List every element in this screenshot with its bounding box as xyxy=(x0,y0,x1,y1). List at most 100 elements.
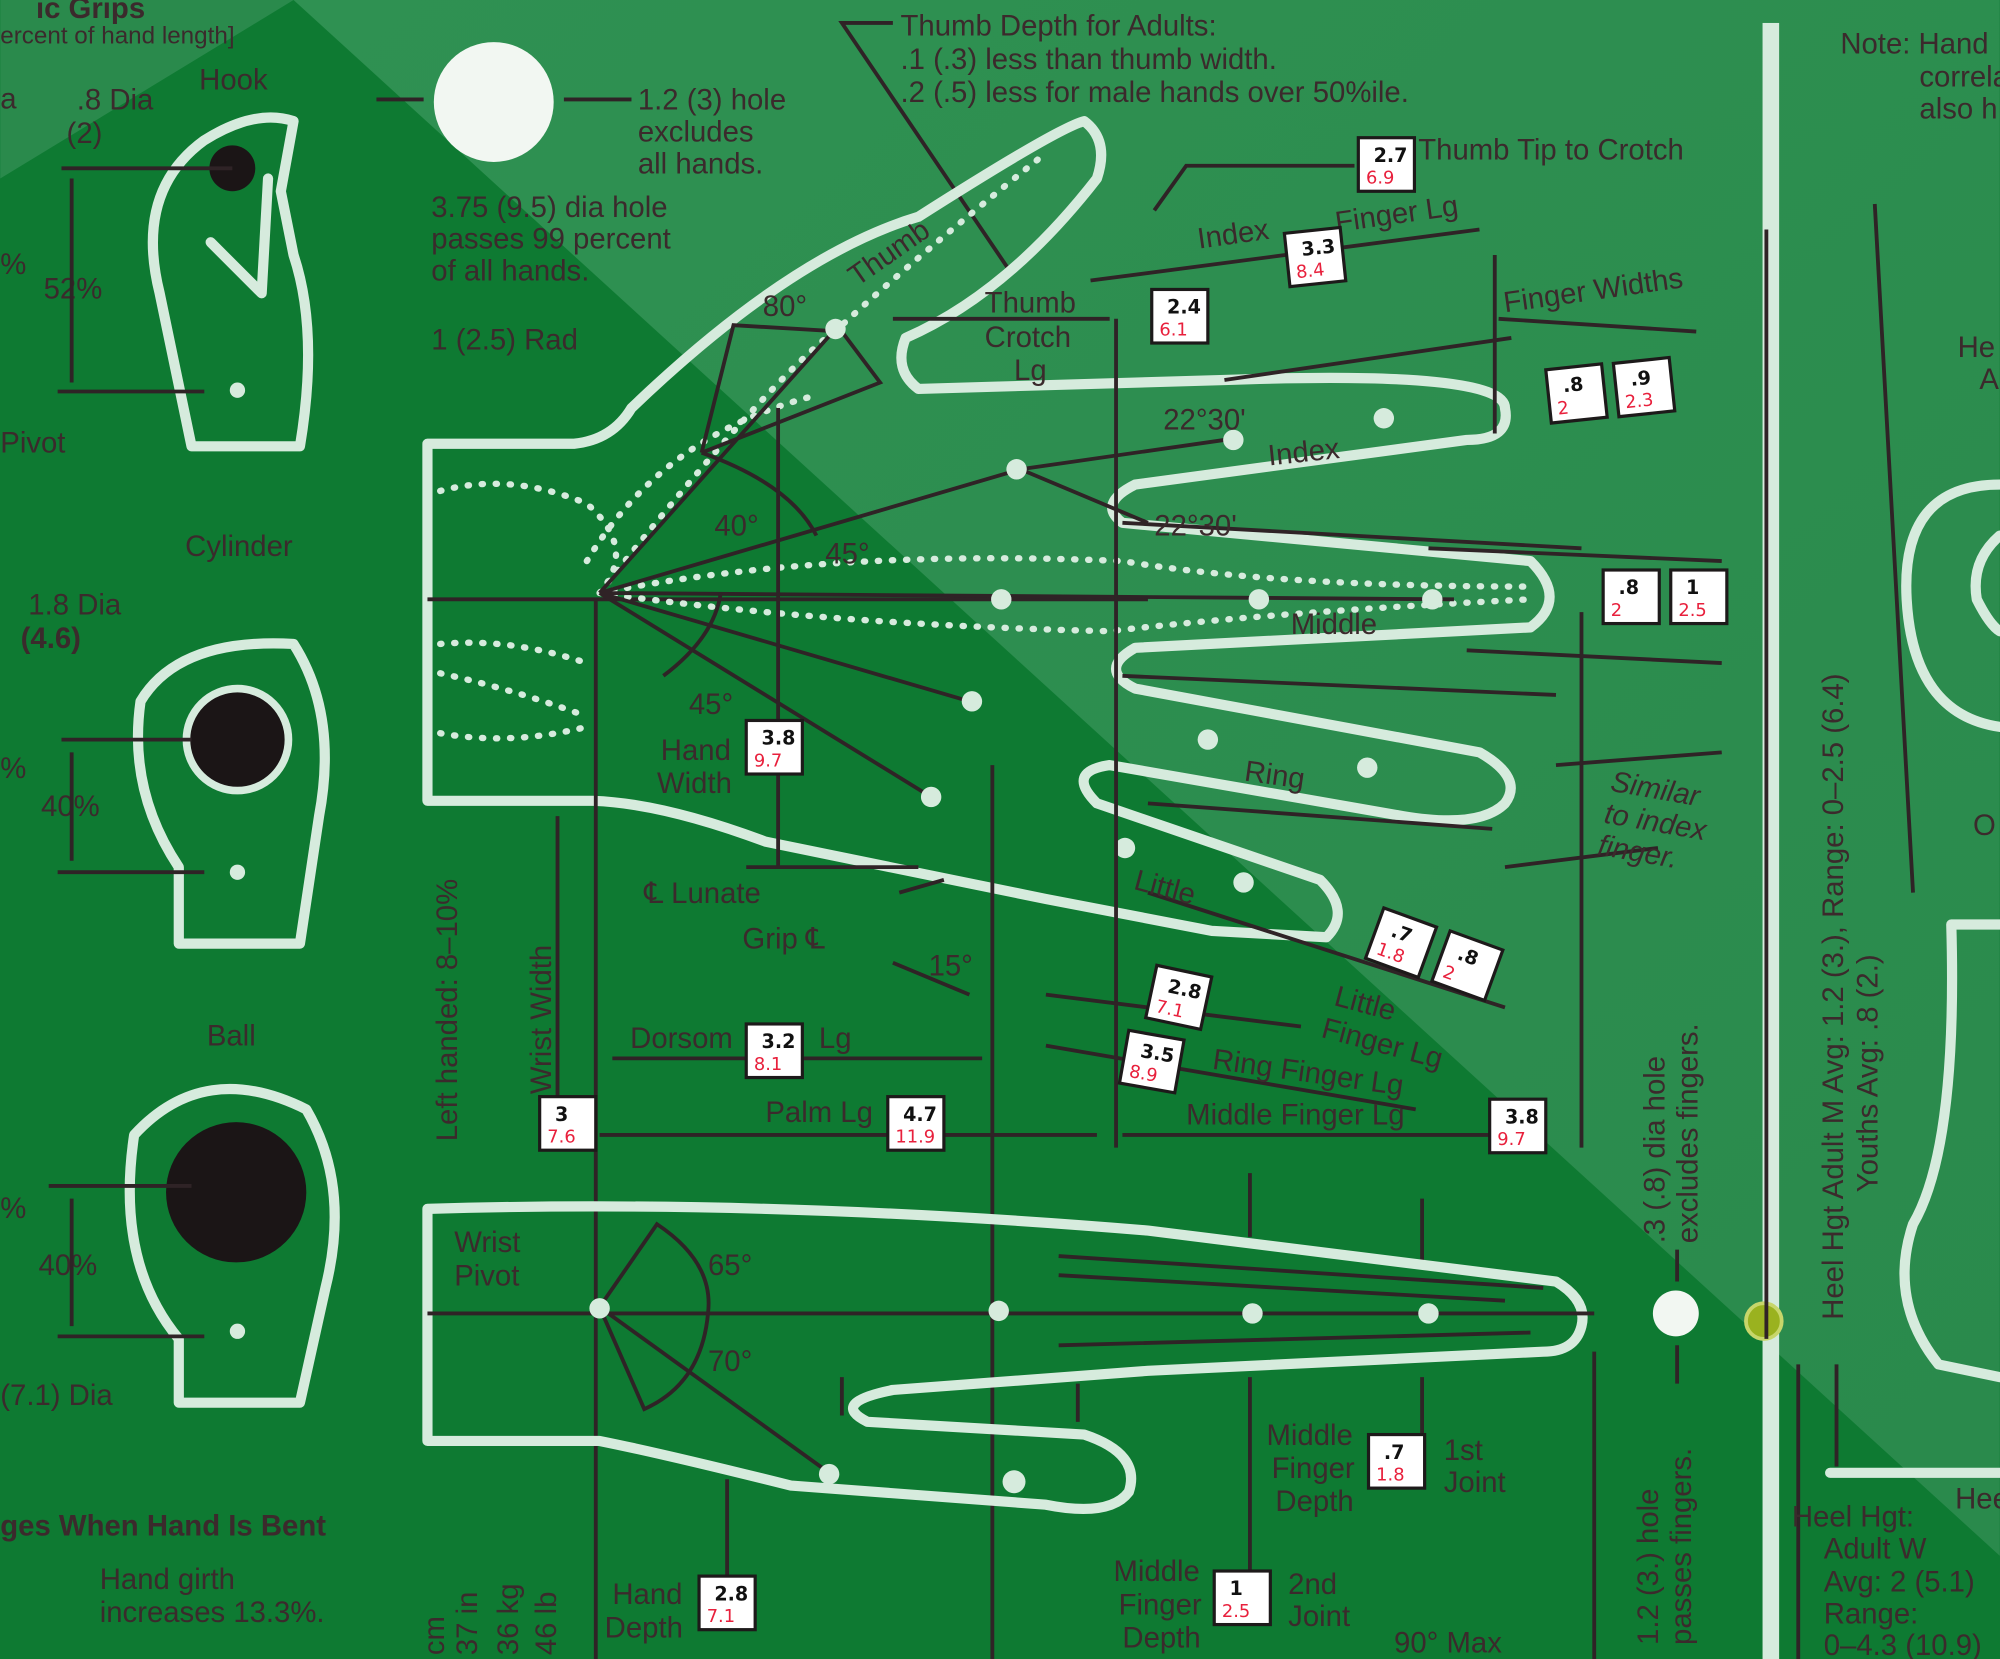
grips-title: ic Grips xyxy=(36,0,145,25)
label: Hand xyxy=(612,1578,682,1611)
label: 1st xyxy=(1444,1434,1483,1467)
measure-box-frame xyxy=(1366,1432,1427,1490)
measure-cm: 1.8 xyxy=(1376,1464,1404,1485)
thumb-depth-text: .1 (.3) less than thumb width. xyxy=(901,43,1277,76)
measure-box-thumb-crotch-lg: 2.46.1 xyxy=(1150,287,1210,345)
note-text: Note: Hand xyxy=(1840,28,1988,61)
label: Joint xyxy=(1288,1600,1350,1633)
measure-cm: 2.5 xyxy=(1678,600,1706,621)
label: Thumb Tip to Crotch xyxy=(1418,133,1684,166)
label: Middle xyxy=(1113,1555,1199,1588)
measure-inches: 1 xyxy=(1686,576,1699,599)
fragment: Pivot xyxy=(0,427,65,460)
foot-outlines xyxy=(1825,479,2000,1478)
measure-inches: 3.8 xyxy=(1505,1105,1539,1128)
label: Finger xyxy=(1272,1452,1355,1485)
fragment: Hee xyxy=(1955,1483,2000,1516)
label: ℄ Lunate xyxy=(643,877,761,910)
measurement-boxes: 2.76.93.38.42.46.1.82.92.3.8212.53.89.7.… xyxy=(538,136,1729,1632)
bent-title: ges When Hand Is Bent xyxy=(0,1509,326,1542)
girth-text: Hand girth xyxy=(100,1563,235,1596)
cylinder-dia: 1.8 Dia xyxy=(28,589,122,622)
label: Wrist xyxy=(454,1226,520,1259)
fragment: O xyxy=(1973,809,1996,842)
label: 15° xyxy=(929,950,973,983)
label: Joint xyxy=(1444,1466,1506,1499)
measure-cm: 2 xyxy=(1611,600,1622,621)
hole-text: all hands. xyxy=(638,147,763,180)
measure-inches: 2.7 xyxy=(1374,144,1408,167)
heel-w-text: 0–4.3 (10.9) xyxy=(1824,1629,1982,1659)
measure-inches: .8 xyxy=(1618,576,1639,599)
fragment: He xyxy=(1958,331,1995,364)
measure-inches: .8 xyxy=(1562,372,1585,397)
unit: cm xyxy=(418,1616,451,1655)
hook-grip: Hook .8 Dia (2) 52% xyxy=(44,63,314,452)
measure-box-little-finger-lg: 2.87.1 xyxy=(1143,963,1214,1032)
fragment: % xyxy=(0,1192,26,1225)
label: Dorsom xyxy=(630,1022,733,1055)
hand-top-view xyxy=(422,116,1555,943)
measure-box-frame xyxy=(1150,287,1210,345)
measure-box-frame xyxy=(1282,225,1348,289)
measure-box-frame xyxy=(744,718,804,776)
label: 45° xyxy=(689,688,733,721)
measure-inches: .9 xyxy=(1629,366,1652,391)
measure-box-palm-lg: 4.711.9 xyxy=(886,1095,946,1152)
label: Depth xyxy=(605,1611,683,1644)
label: Grip ℄ xyxy=(742,923,825,956)
small-hole xyxy=(1652,1290,1699,1337)
measure-inches: 1 xyxy=(1230,1577,1243,1600)
measure-box-hand-width: 3.89.7 xyxy=(744,718,804,776)
youth-avg: Youths Avg: .8 (2.) xyxy=(1851,954,1884,1192)
measure-box-middle-finger-lg: 3.89.7 xyxy=(1488,1097,1548,1155)
measure-box-frame xyxy=(1212,1569,1272,1627)
fragment: A xyxy=(1979,363,1999,396)
label: Finger xyxy=(1119,1588,1202,1621)
measure-box-frame xyxy=(1669,568,1729,626)
ball-dia: (7.1) Dia xyxy=(0,1379,113,1412)
hole-text: 3.75 (9.5) dia hole xyxy=(431,191,667,224)
label: Middle xyxy=(1267,1419,1353,1452)
label: Middle xyxy=(1291,608,1377,641)
measure-cm: 2.3 xyxy=(1624,389,1654,413)
hook-dia: .8 Dia xyxy=(77,84,154,117)
measure-box-wrist-width: 37.6 xyxy=(538,1095,598,1152)
measure-box-index-width-1: .82 xyxy=(1544,362,1609,425)
thumb-depth-text: .2 (.5) less for male hands over 50%ile. xyxy=(901,76,1409,109)
label: Ring xyxy=(1243,755,1307,796)
small-hole-pass: 1.2 (3.) holepasses fingers. xyxy=(1632,1448,1698,1645)
label: Thumb xyxy=(985,286,1076,319)
fragment: a xyxy=(0,82,17,115)
measure-cm: 2 xyxy=(1557,398,1570,420)
measure-box-frame xyxy=(1356,136,1417,193)
rivet xyxy=(1744,1301,1784,1341)
label: 22°30' xyxy=(1154,510,1237,543)
cylinder-dia-cm: (4.6) xyxy=(21,622,81,655)
cylinder-bar xyxy=(182,684,293,795)
measure-box-frame xyxy=(1544,362,1609,425)
label: 22°30' xyxy=(1163,404,1246,437)
girth-text: increases 13.3%. xyxy=(100,1596,325,1629)
left-handed-label: Left handed: 8–10% xyxy=(431,879,464,1141)
ball-label: Ball xyxy=(207,1020,256,1053)
cylinder-grip: Cylinder 1.8 Dia (4.6) 40% xyxy=(21,530,330,949)
measure-cm: 9.7 xyxy=(754,750,782,771)
label: Depth xyxy=(1275,1485,1353,1518)
measure-box-frame xyxy=(1363,905,1439,980)
measure-inches: 2.4 xyxy=(1167,296,1201,319)
label: Depth xyxy=(1122,1622,1200,1655)
board-glare-corner xyxy=(0,0,294,179)
measure-inches: 3.3 xyxy=(1300,234,1336,260)
measure-inches: 2.8 xyxy=(714,1582,748,1605)
measure-box-dorsum-lg: 3.28.1 xyxy=(744,1022,804,1080)
unit: 36 kg xyxy=(492,1583,525,1655)
measure-box-little-width-1: .71.8 xyxy=(1363,905,1439,980)
label: Index xyxy=(1266,432,1341,472)
measure-inches: .7 xyxy=(1384,1441,1405,1464)
hole-text: 1.2 (3) hole xyxy=(638,84,786,117)
measure-cm: 9.7 xyxy=(1497,1129,1525,1150)
hook-dia-cm: (2) xyxy=(67,117,103,150)
